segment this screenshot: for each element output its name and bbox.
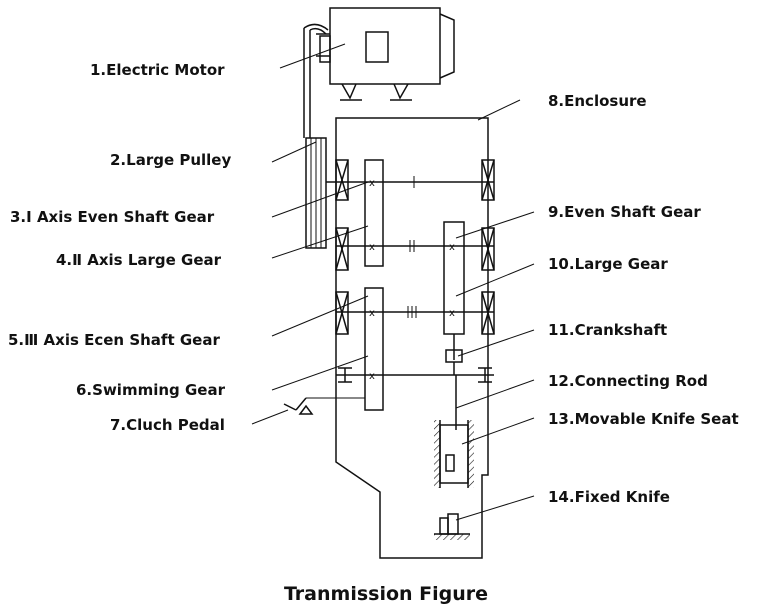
svg-text:x: x bbox=[369, 178, 375, 189]
label-even-shaft-gear: 9.Even Shaft Gear bbox=[548, 203, 701, 221]
label-axis-3-ecen-shaft-gear: 5.Ⅲ Axis Ecen Shaft Gear bbox=[8, 331, 220, 349]
label-movable-knife-seat: 13.Movable Knife Seat bbox=[548, 410, 739, 428]
label-cluch-pedal: 7.Cluch Pedal bbox=[110, 416, 225, 434]
label-connecting-rod: 12.Connecting Rod bbox=[548, 372, 708, 390]
svg-text:x: x bbox=[449, 242, 455, 253]
connecting-rod-and-knife-seat bbox=[434, 375, 474, 488]
fixed-knife bbox=[434, 513, 470, 540]
label-crankshaft: 11.Crankshaft bbox=[548, 321, 667, 339]
label-axis-2-large-gear: 4.Ⅱ Axis Large Gear bbox=[56, 251, 222, 269]
label-large-gear: 10.Large Gear bbox=[548, 255, 668, 273]
gears: x x x x x x bbox=[364, 159, 465, 411]
label-axis-1-even-shaft-gear: 3.Ⅰ Axis Even Shaft Gear bbox=[10, 208, 215, 226]
leader-lines bbox=[251, 43, 535, 521]
svg-text:x: x bbox=[369, 242, 375, 253]
label-fixed-knife: 14.Fixed Knife bbox=[548, 488, 670, 506]
svg-text:x: x bbox=[449, 308, 455, 319]
enclosure-outline bbox=[335, 117, 489, 559]
figure-title: Tranmission Figure bbox=[284, 583, 488, 605]
label-electric-motor: 1.Electric Motor bbox=[90, 61, 225, 79]
electric-motor bbox=[316, 7, 455, 101]
svg-text:x: x bbox=[369, 371, 375, 382]
svg-text:x: x bbox=[369, 308, 375, 319]
label-swimming-gear: 6.Swimming Gear bbox=[76, 381, 226, 399]
lower-shaft-supports bbox=[338, 367, 492, 383]
label-enclosure: 8.Enclosure bbox=[548, 92, 647, 110]
shafts bbox=[326, 176, 494, 376]
crankshaft bbox=[445, 334, 463, 375]
belt-and-pulley bbox=[303, 23, 329, 249]
clutch-pedal bbox=[283, 397, 365, 415]
label-large-pulley: 2.Large Pulley bbox=[110, 151, 231, 169]
bearings bbox=[335, 159, 495, 335]
